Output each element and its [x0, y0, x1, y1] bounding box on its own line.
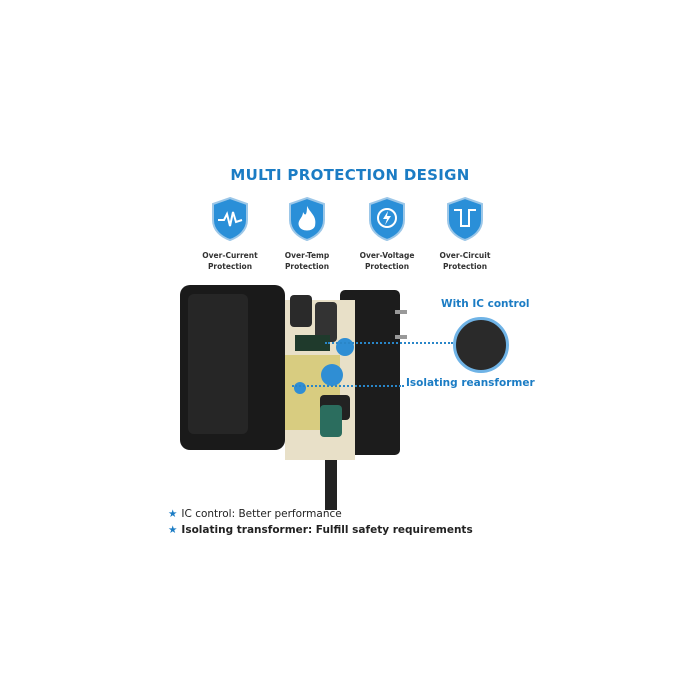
ic-callout-line — [325, 342, 453, 344]
feature-label: Over-Voltage — [359, 251, 415, 260]
ic-chip-magnified — [453, 317, 509, 373]
feature-sublabel: Protection — [442, 262, 488, 271]
page-title: MULTI PROTECTION DESIGN — [230, 166, 470, 184]
bullet-item: ★IC control: Better performance — [168, 508, 342, 520]
star-icon: ★ — [168, 508, 178, 520]
adapter-cutaway-image — [180, 285, 407, 510]
circuit-shield-icon — [447, 196, 483, 242]
feature-label: Over-Current — [202, 251, 258, 260]
feature-label: Over-Temp — [284, 251, 330, 260]
star-icon: ★ — [168, 524, 178, 536]
feature-label: Over-Circuit — [439, 251, 491, 260]
pulse-shield-icon — [212, 196, 248, 242]
ic-callout-label: With IC control — [441, 298, 530, 310]
feature-sublabel: Protection — [207, 262, 253, 271]
bullet-text: Isolating transformer: Fulfill safety re… — [181, 524, 473, 536]
lightning-shield-icon — [369, 196, 405, 242]
feature-sublabel: Protection — [364, 262, 410, 271]
feature-sublabel: Protection — [284, 262, 330, 271]
bullet-text: IC control: Better performance — [181, 508, 342, 520]
bullet-item: ★Isolating transformer: Fulfill safety r… — [168, 524, 473, 536]
transformer-callout-line — [292, 385, 404, 387]
flame-shield-icon — [289, 196, 325, 242]
transformer-callout-label: Isolating reansformer — [406, 377, 535, 389]
